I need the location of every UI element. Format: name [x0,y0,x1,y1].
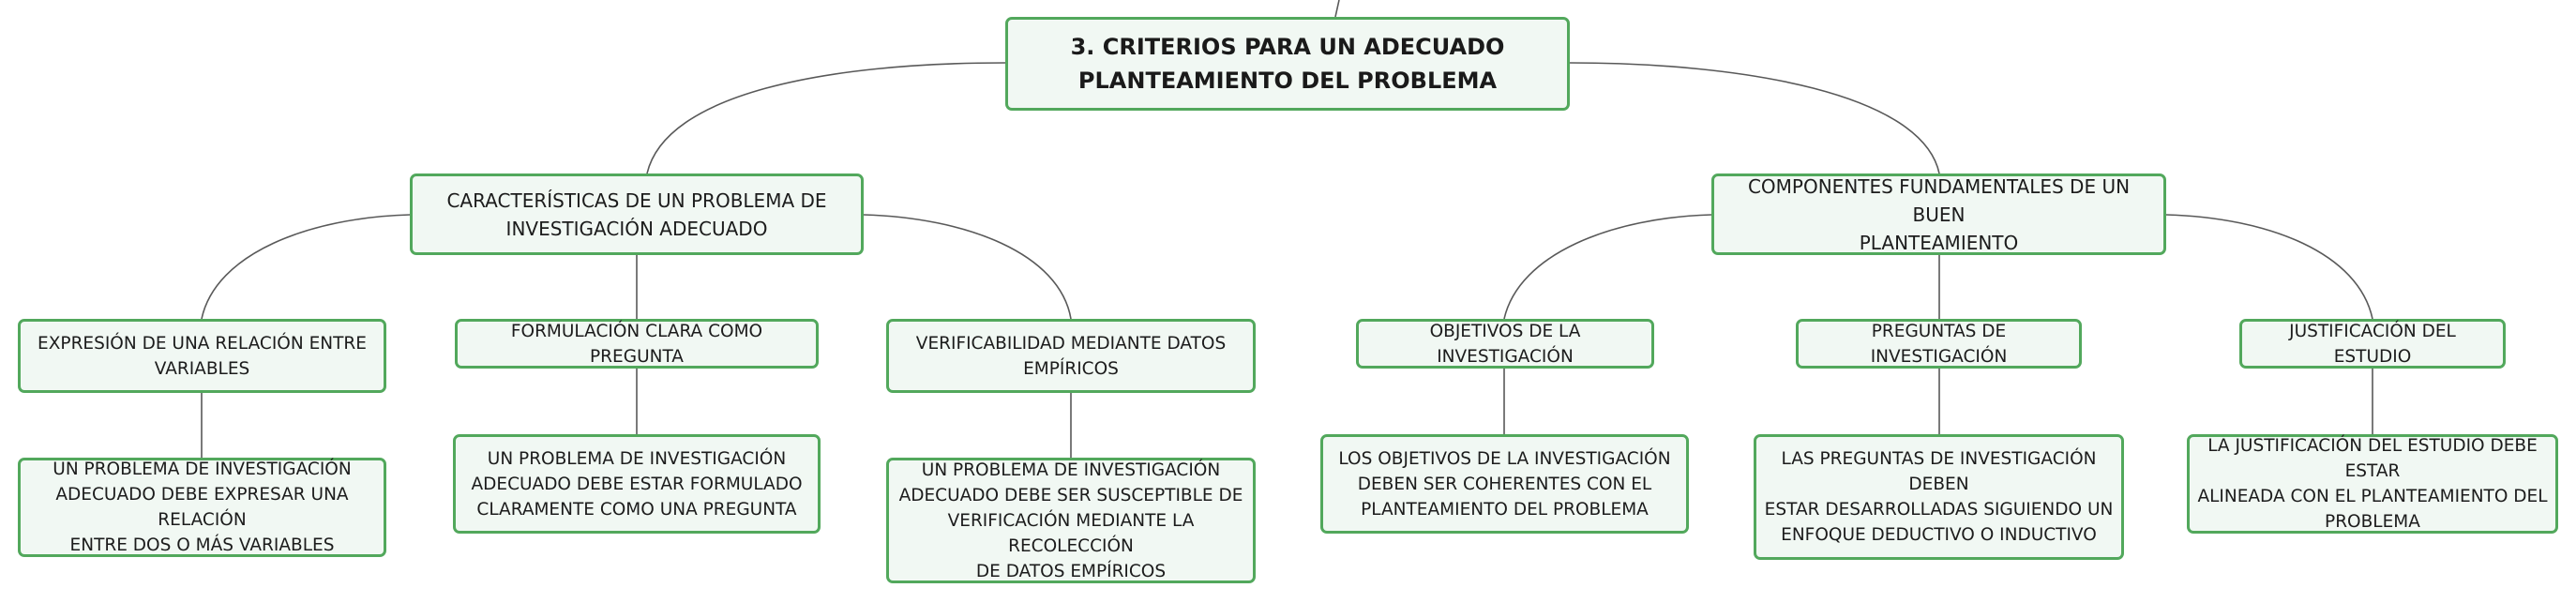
detail-node-expresion-relacion[interactable]: UN PROBLEMA DE INVESTIGACIÓN ADECUADO DE… [18,458,386,557]
detail-node-formulacion-clara[interactable]: UN PROBLEMA DE INVESTIGACIÓN ADECUADO DE… [453,434,821,534]
detail-node-justificacion[interactable]: LA JUSTIFICACIÓN DEL ESTUDIO DEBE ESTAR … [2187,434,2558,534]
detail-5-line-1: LAS PREGUNTAS DE INVESTIGACIÓN DEBEN [1781,449,2097,494]
connector-branch-2-child-1 [1503,214,1712,320]
branch-2-line-2: PLANTEAMIENTO [1859,231,2019,254]
detail-node-verificabilidad[interactable]: UN PROBLEMA DE INVESTIGACIÓN ADECUADO DE… [886,458,1256,583]
connector-branch-1-child-1 [201,214,411,320]
detail-3-line-2: ADECUADO DEBE SER SUSCEPTIBLE DE [898,485,1243,505]
topic-2-line-1: FORMULACIÓN CLARA COMO PREGUNTA [510,321,763,367]
detail-4-line-3: PLANTEAMIENTO DEL PROBLEMA [1361,499,1649,520]
topic-node-objetivos[interactable]: OBJETIVOS DE LA INVESTIGACIÓN [1356,319,1654,369]
root-title-line-2: PLANTEAMIENTO DEL PROBLEMA [1077,68,1498,94]
connector-root-parent [1334,0,1340,18]
topic-3-line-2: EMPÍRICOS [1023,358,1119,379]
detail-1-line-2: ADECUADO DEBE EXPRESAR UNA RELACIÓN [55,485,349,530]
branch-node-caracteristicas[interactable]: CARACTERÍSTICAS DE UN PROBLEMA DE INVEST… [410,173,864,255]
topic-4-line-1: OBJETIVOS DE LA INVESTIGACIÓN [1429,321,1581,367]
branch-1-line-2: INVESTIGACIÓN ADECUADO [505,217,768,240]
detail-2-line-1: UN PROBLEMA DE INVESTIGACIÓN [487,448,787,469]
detail-node-objetivos[interactable]: LOS OBJETIVOS DE LA INVESTIGACIÓN DEBEN … [1320,434,1689,534]
topic-1-line-2: VARIABLES [154,358,250,379]
detail-5-line-2: ESTAR DESARROLLADAS SIGUIENDO UN [1764,500,2114,520]
branch-node-componentes[interactable]: COMPONENTES FUNDAMENTALES DE UN BUEN PLA… [1711,173,2166,255]
connector-branch-1-child-3 [863,214,1072,320]
topic-6-line-1: JUSTIFICACIÓN DEL ESTUDIO [2289,321,2456,367]
topic-node-verificabilidad[interactable]: VERIFICABILIDAD MEDIANTE DATOS EMPÍRICOS [886,319,1256,393]
detail-6-line-1: LA JUSTIFICACIÓN DEL ESTUDIO DEBE ESTAR [2207,436,2538,481]
topic-node-formulacion-clara[interactable]: FORMULACIÓN CLARA COMO PREGUNTA [455,319,819,369]
detail-6-line-3: PROBLEMA [2325,512,2420,532]
topic-5-line-1: PREGUNTAS DE INVESTIGACIÓN [1870,321,2008,367]
connector-root-branch-2 [1569,62,1940,174]
detail-6-line-2: ALINEADA CON EL PLANTEAMIENTO DEL [2197,487,2548,506]
topic-node-expresion-relacion[interactable]: EXPRESIÓN DE UNA RELACIÓN ENTRE VARIABLE… [18,319,386,393]
detail-node-preguntas[interactable]: LAS PREGUNTAS DE INVESTIGACIÓN DEBEN EST… [1754,434,2124,560]
detail-5-line-3: ENFOQUE DEDUCTIVO O INDUCTIVO [1781,525,2097,545]
root-node[interactable]: 3. CRITERIOS PARA UN ADECUADO PLANTEAMIE… [1005,17,1570,111]
detail-1-line-3: ENTRE DOS O MÁS VARIABLES [69,535,335,555]
connector-branch-2-child-3 [2165,214,2373,320]
detail-3-line-3: VERIFICACIÓN MEDIANTE LA RECOLECCIÓN [947,510,1195,556]
topic-1-line-1: EXPRESIÓN DE UNA RELACIÓN ENTRE [38,333,367,354]
detail-3-line-1: UN PROBLEMA DE INVESTIGACIÓN [921,460,1221,480]
root-title-line-1: 3. CRITERIOS PARA UN ADECUADO [1070,34,1505,60]
connector-root-branch-1 [646,62,1006,174]
branch-1-line-1: CARACTERÍSTICAS DE UN PROBLEMA DE [446,188,827,212]
detail-2-line-3: CLARAMENTE COMO UNA PREGUNTA [476,499,797,520]
detail-2-line-2: ADECUADO DEBE ESTAR FORMULADO [471,474,803,494]
branch-2-line-1: COMPONENTES FUNDAMENTALES DE UN BUEN [1747,174,2131,226]
topic-node-preguntas[interactable]: PREGUNTAS DE INVESTIGACIÓN [1796,319,2082,369]
detail-3-line-4: DE DATOS EMPÍRICOS [975,561,1167,581]
detail-4-line-2: DEBEN SER COHERENTES CON EL [1357,474,1652,494]
topic-3-line-1: VERIFICABILIDAD MEDIANTE DATOS [915,333,1227,354]
detail-1-line-1: UN PROBLEMA DE INVESTIGACIÓN [53,460,352,479]
detail-4-line-1: LOS OBJETIVOS DE LA INVESTIGACIÓN [1338,448,1671,469]
topic-node-justificacion[interactable]: JUSTIFICACIÓN DEL ESTUDIO [2239,319,2506,369]
